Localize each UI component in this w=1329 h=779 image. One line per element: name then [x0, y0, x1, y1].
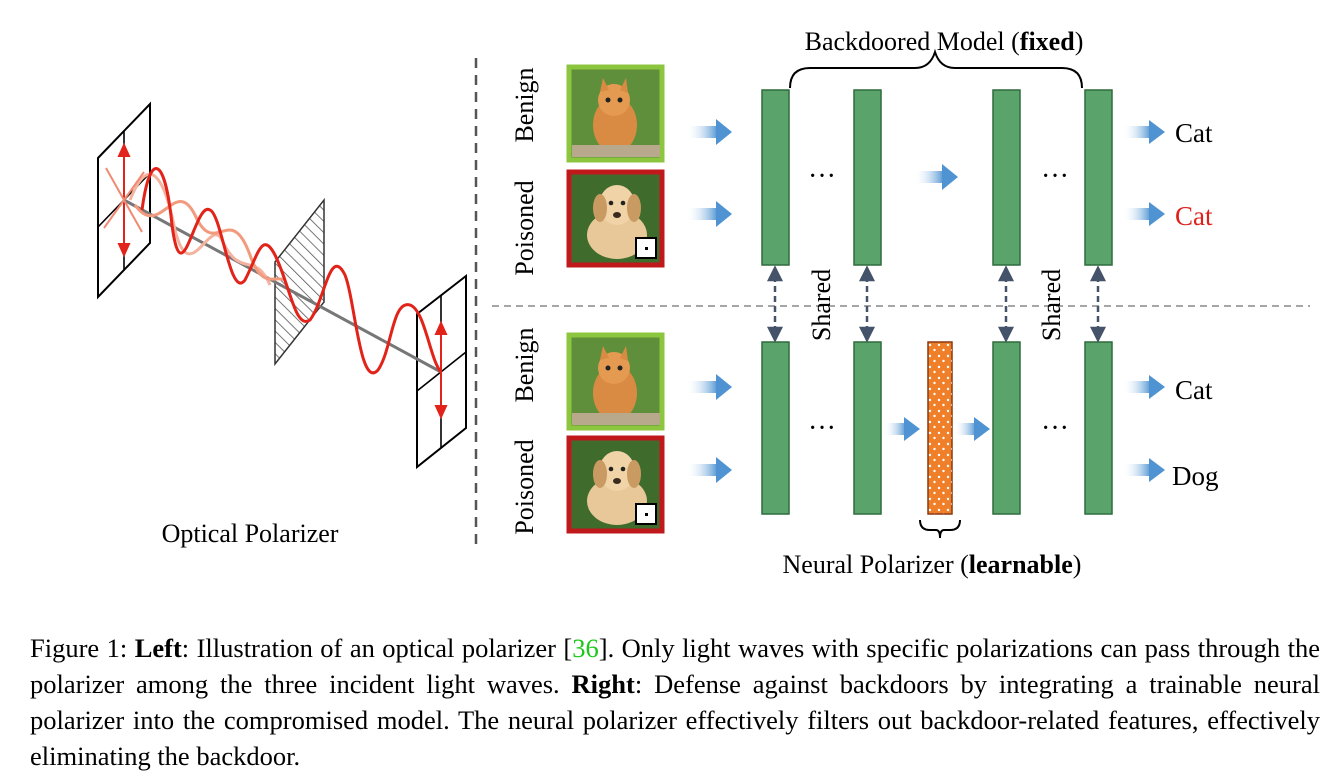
- shared-label: Shared: [807, 269, 836, 341]
- caption-citation-link[interactable]: 36: [572, 633, 599, 663]
- layer-block: [1084, 341, 1113, 515]
- top-brace: [789, 48, 1083, 89]
- row-label-poisoned-bottom: Poisoned: [510, 439, 539, 534]
- figure-1-diagram: Optical Polarizer Backdoored Model (fixe…: [97, 27, 1310, 579]
- top-brace-label: Backdoored Model (fixed): [805, 27, 1084, 56]
- ellipsis: ···: [1041, 161, 1069, 192]
- output-label-bottom-benign: Cat: [1175, 375, 1213, 405]
- optical-polarizer-illustration: Optical Polarizer: [97, 101, 467, 548]
- layer-block: [1084, 89, 1113, 266]
- right-panel: Backdoored Model (fixed) Benign Poisoned…: [510, 27, 1219, 579]
- optical-polarizer-label: Optical Polarizer: [162, 519, 339, 548]
- figure-caption: Figure 1: Left: Illustration of an optic…: [30, 630, 1320, 774]
- layer-block: [853, 341, 882, 515]
- ellipsis: ···: [808, 161, 836, 192]
- ellipsis: ···: [808, 413, 836, 444]
- caption-right-heading: Right: [571, 669, 635, 699]
- row-label-poisoned-top: Poisoned: [510, 180, 539, 275]
- shared-links: [766, 265, 1107, 343]
- layer-block: [992, 341, 1021, 515]
- caption-left-heading: Left: [134, 633, 182, 663]
- backdoored-model-layers: ··· ···: [761, 89, 1113, 266]
- poisoned-dog-image-bottom: [566, 435, 665, 534]
- poisoned-dog-image-top: [566, 169, 665, 268]
- defended-model-layers: ··· ···: [761, 341, 1113, 515]
- layer-block: [992, 89, 1021, 266]
- caption-figure-number: Figure 1:: [30, 633, 135, 663]
- caption-left-text: : Illustration of an optical polarizer [: [181, 633, 573, 663]
- layer-block: [853, 89, 882, 266]
- benign-cat-image-bottom: [566, 332, 665, 431]
- benign-cat-image-top: [566, 64, 665, 163]
- output-label-top-benign: Cat: [1175, 118, 1213, 148]
- layer-block: [761, 341, 790, 515]
- row-label-benign-bottom: Benign: [510, 327, 539, 402]
- input-arrows: [686, 119, 732, 483]
- output-arrows: [1123, 120, 1165, 482]
- caption-right-text: : Defense against backdoors by integrati…: [30, 669, 1320, 771]
- caption-left-text-2: ]. Only light waves with specific polari…: [30, 633, 1320, 699]
- output-label-bottom-poisoned: Dog: [1172, 461, 1219, 491]
- bottom-brace: [919, 519, 961, 539]
- layer-block: [761, 89, 790, 266]
- shared-label: Shared: [1037, 269, 1066, 341]
- row-label-benign-top: Benign: [510, 67, 539, 142]
- output-label-top-poisoned: Cat: [1175, 201, 1213, 231]
- ellipsis: ···: [1041, 413, 1069, 444]
- bottom-brace-label: Neural Polarizer (learnable): [783, 550, 1082, 579]
